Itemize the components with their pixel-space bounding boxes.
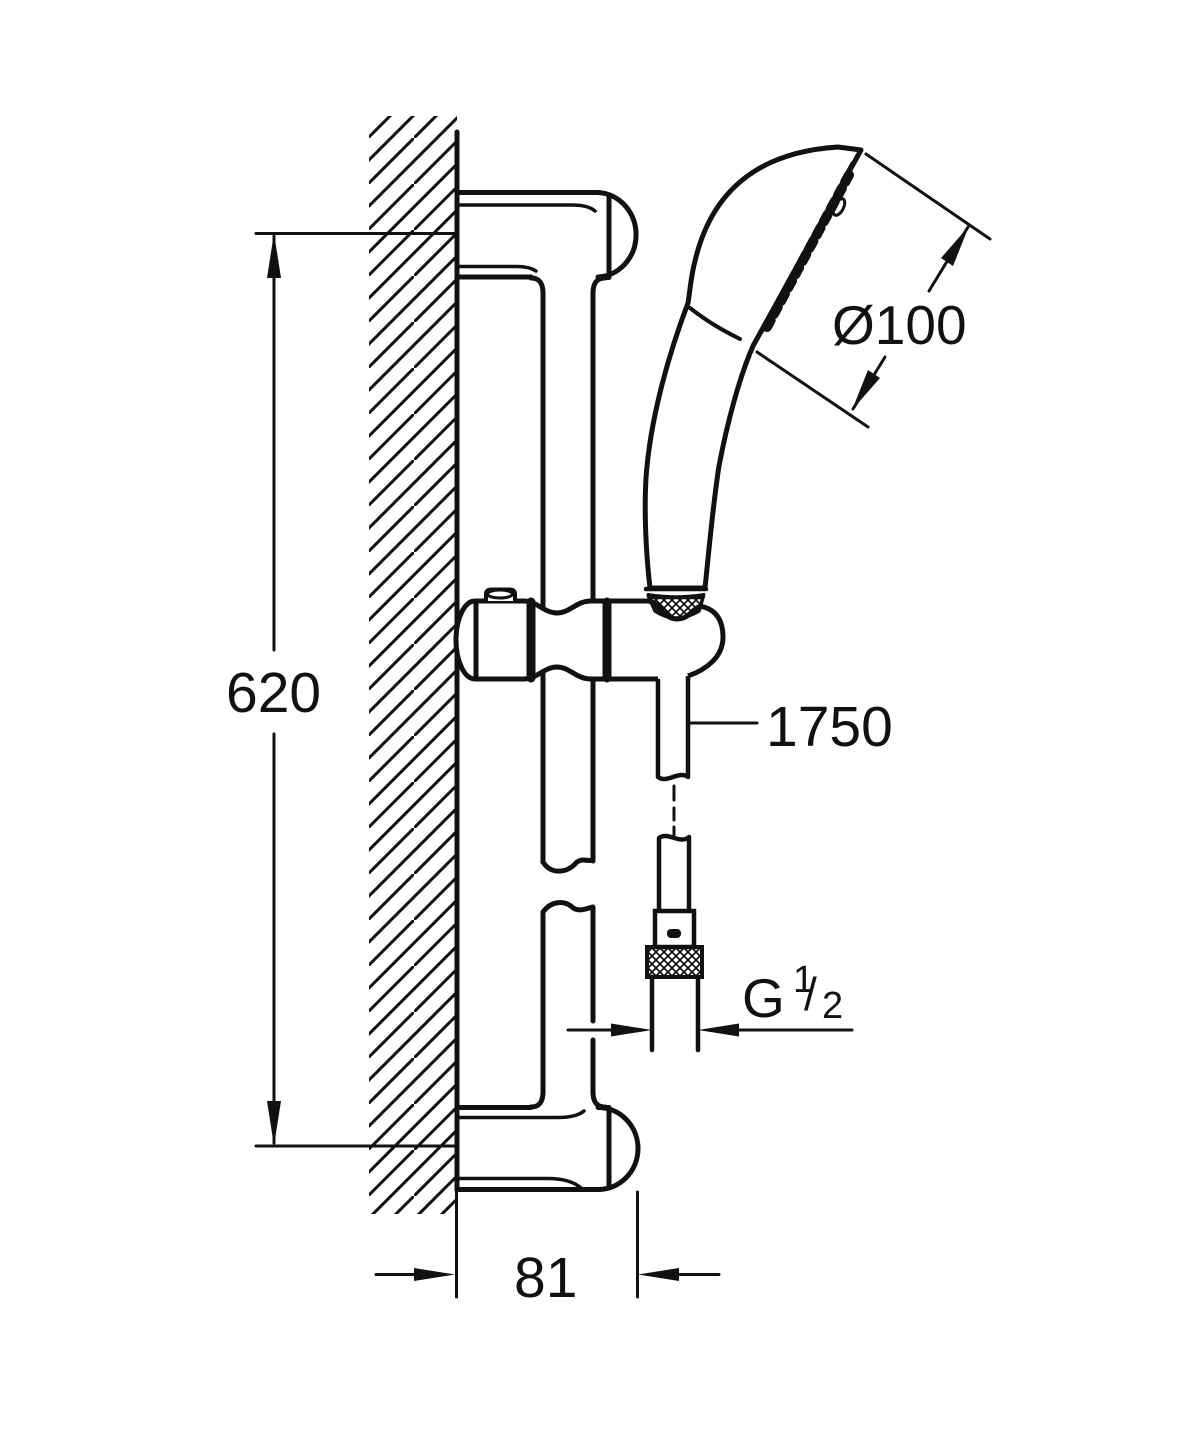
dim-g12-arrow-left	[698, 1023, 739, 1037]
spray-mode-nozzle	[831, 197, 847, 217]
dim-620-label: 620	[226, 661, 321, 725]
dim-81-arrow-right	[414, 1268, 455, 1281]
dimension-620: 620	[226, 232, 459, 1148]
dimension-hose-length: 1750	[688, 695, 893, 759]
dim-g12-denominator: 2	[822, 985, 843, 1027]
handle-knurled-nut	[646, 595, 706, 620]
top-bracket	[454, 190, 639, 296]
dim-100-ext-bottom	[755, 350, 870, 429]
dim-g12-letter: G	[742, 967, 785, 1029]
shower-head-outline	[642, 144, 864, 591]
rail-tube	[540, 289, 596, 1096]
wall-hatch	[369, 116, 457, 1214]
dim-g12-numerator: 1	[793, 959, 814, 1001]
dimension-thread: G 1 / 2	[566, 959, 854, 1037]
tube-break-upper	[540, 857, 596, 874]
shower-hose	[645, 669, 704, 1053]
hose-break-top-wave	[655, 772, 691, 782]
hose-break-bottom-wave	[656, 833, 692, 842]
dim-620-arrow-up	[267, 233, 281, 278]
head-handle-joint-line	[688, 306, 742, 341]
dim-81-label: 81	[514, 1246, 577, 1310]
dimension-wall-offset: 81	[374, 1190, 721, 1310]
dim-1750-label: 1750	[766, 695, 893, 759]
hose-connector-slot	[667, 929, 681, 938]
dim-g12-slash: /	[804, 968, 817, 1020]
dim-620-arrow-down	[267, 1101, 281, 1146]
hose-nut-knurled	[645, 945, 704, 979]
slider-lock-button-top	[486, 588, 514, 600]
bottom-bracket	[454, 1089, 641, 1192]
dim-100-arrow-up	[941, 226, 969, 266]
nozzle-row	[762, 170, 854, 332]
hand-shower	[642, 144, 864, 591]
dim-g12-arrow-right	[611, 1023, 652, 1037]
tube-break-lower	[540, 900, 596, 915]
dim-100-arrow-down	[852, 370, 880, 410]
slider-assembly	[453, 586, 726, 683]
dim-100-ext-top	[864, 152, 992, 241]
dimension-head-diameter: Ø100	[755, 152, 992, 429]
dim-81-arrow-left	[638, 1268, 679, 1281]
dim-100-label: Ø100	[832, 294, 967, 356]
